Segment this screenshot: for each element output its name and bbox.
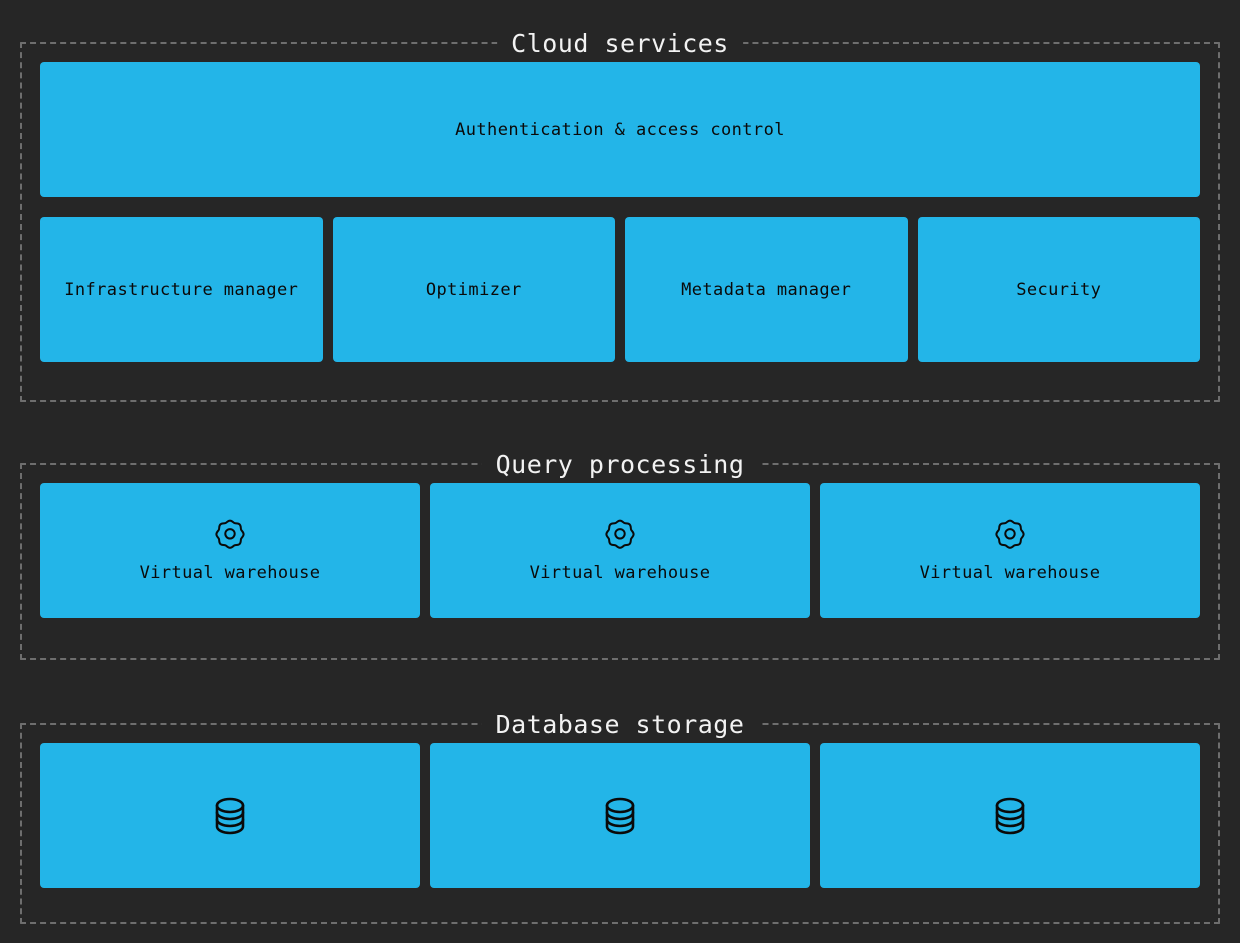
node-label: Security	[1016, 279, 1102, 300]
node-label: Infrastructure manager	[64, 279, 299, 300]
node-infrastructure-manager[interactable]: Infrastructure manager	[40, 217, 323, 362]
group-database-storage: Database storage	[20, 710, 1220, 924]
group-body-database-storage	[22, 725, 1218, 922]
node-label: Virtual warehouse	[919, 563, 1101, 583]
node-database-storage-2[interactable]	[430, 743, 810, 888]
gear-icon	[214, 517, 246, 549]
node-label: Authentication & access control	[455, 119, 785, 140]
node-security[interactable]: Security	[917, 217, 1200, 362]
node-row	[40, 743, 1200, 888]
node-row: Infrastructure manager Optimizer Metadat…	[40, 217, 1200, 362]
node-virtual-warehouse-2[interactable]: Virtual warehouse	[430, 483, 810, 618]
database-icon	[596, 792, 644, 840]
group-query-processing: Query processing Virtual warehouse	[20, 450, 1220, 660]
gear-icon	[994, 517, 1026, 549]
gear-icon	[604, 517, 636, 549]
group-body-query-processing: Virtual warehouse Virtual warehouse	[22, 465, 1218, 658]
node-database-storage-1[interactable]	[40, 743, 420, 888]
node-authentication-access-control[interactable]: Authentication & access control	[40, 62, 1200, 197]
group-cloud-services: Cloud services Authentication & access c…	[20, 29, 1220, 402]
node-virtual-warehouse-3[interactable]: Virtual warehouse	[820, 483, 1200, 618]
group-body-cloud-services: Authentication & access control Infrastr…	[22, 44, 1218, 400]
node-optimizer[interactable]: Optimizer	[332, 217, 615, 362]
node-database-storage-3[interactable]	[820, 743, 1200, 888]
node-label: Virtual warehouse	[529, 563, 711, 583]
node-label: Metadata manager	[681, 279, 852, 300]
database-icon	[206, 792, 254, 840]
node-label: Optimizer	[425, 279, 522, 300]
node-metadata-manager[interactable]: Metadata manager	[625, 217, 908, 362]
group-title-query-processing: Query processing	[481, 450, 759, 480]
group-title-cloud-services: Cloud services	[497, 29, 743, 59]
node-row: Authentication & access control	[40, 62, 1200, 197]
database-icon	[986, 792, 1034, 840]
node-row: Virtual warehouse Virtual warehouse	[40, 483, 1200, 618]
node-label: Virtual warehouse	[139, 563, 321, 583]
node-virtual-warehouse-1[interactable]: Virtual warehouse	[40, 483, 420, 618]
group-title-database-storage: Database storage	[481, 710, 759, 740]
